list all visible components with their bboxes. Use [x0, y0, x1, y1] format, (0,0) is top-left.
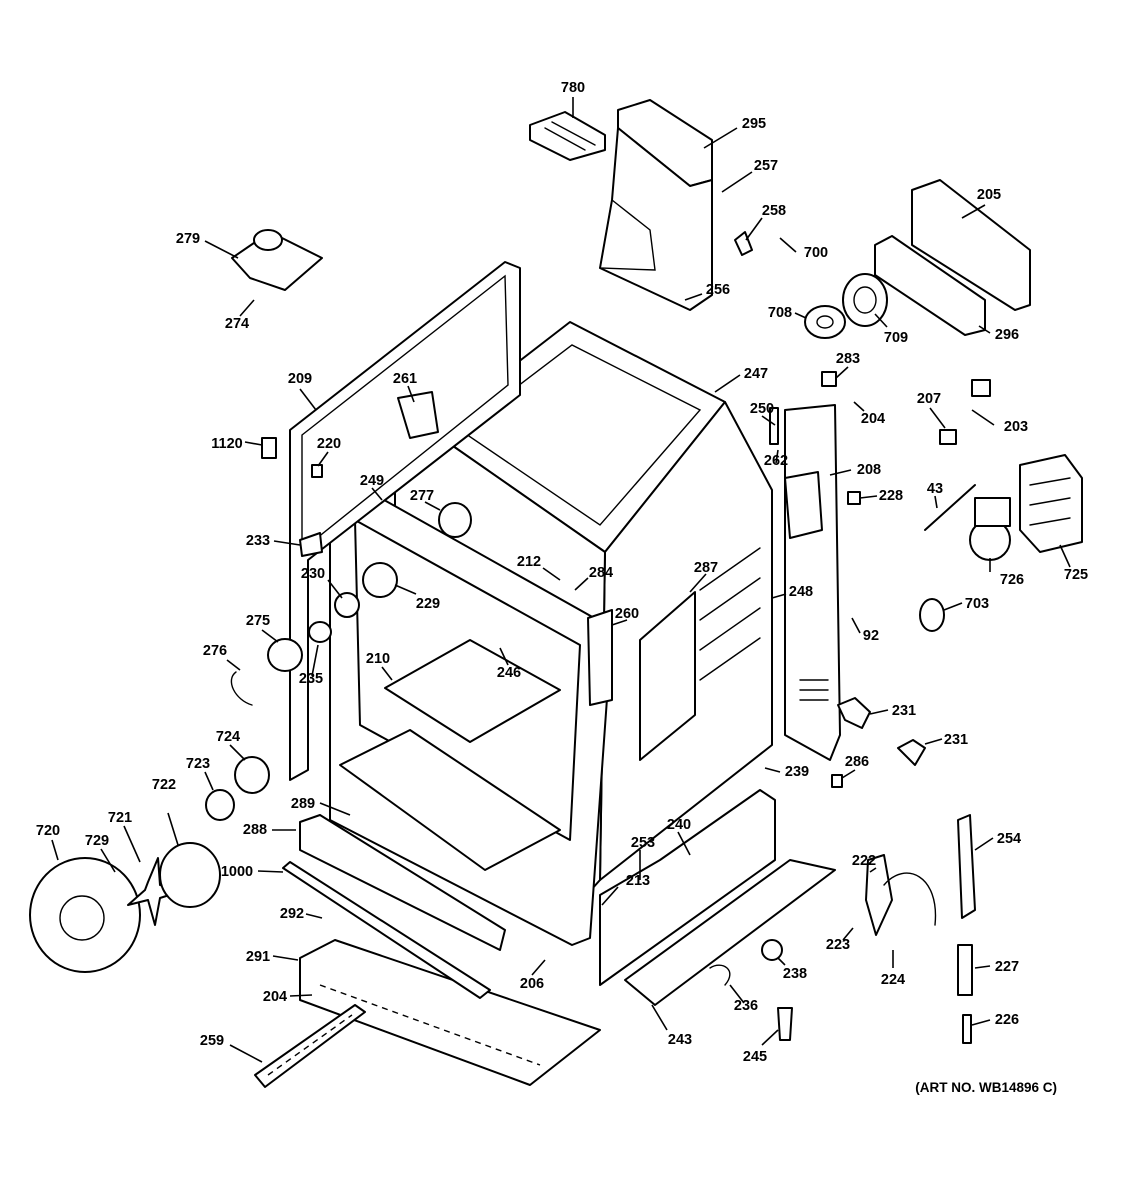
callout-295: 295	[742, 116, 766, 132]
callout-288: 288	[243, 822, 267, 838]
callout-208: 208	[857, 462, 881, 478]
leader-lines	[51, 97, 1071, 1063]
callout-206: 206	[520, 976, 544, 992]
callout-258: 258	[762, 203, 786, 219]
callout-292: 292	[280, 906, 304, 922]
callout-723: 723	[186, 756, 210, 772]
callout-724: 724	[216, 729, 240, 745]
callout-296: 296	[995, 327, 1019, 343]
callout-238: 238	[783, 966, 807, 982]
callout-254: 254	[997, 831, 1021, 847]
callout-230: 230	[301, 566, 325, 582]
callout-250: 250	[750, 401, 774, 417]
callout-261: 261	[393, 371, 417, 387]
callout-223: 223	[826, 937, 850, 953]
callout-257: 257	[754, 158, 778, 174]
callout-287: 287	[694, 560, 718, 576]
callout-212: 212	[517, 554, 541, 570]
callout-220: 220	[317, 436, 341, 452]
callout-276: 276	[203, 643, 227, 659]
callout-725: 725	[1064, 567, 1088, 583]
callout-256: 256	[706, 282, 730, 298]
callout-207: 207	[917, 391, 941, 407]
callout-246: 246	[497, 665, 521, 681]
callout-labels: 780 295 257 258 700 256 205 279 274 708 …	[36, 80, 1088, 1065]
callout-248: 248	[789, 584, 813, 600]
callout-279: 279	[176, 231, 200, 247]
callout-247: 247	[744, 366, 768, 382]
callout-722: 722	[152, 777, 176, 793]
callout-1000: 1000	[221, 864, 253, 880]
callout-204: 204	[861, 411, 885, 427]
art-number: (ART NO. WB14896 C)	[915, 1080, 1057, 1095]
callout-226: 226	[995, 1012, 1019, 1028]
callout-235: 235	[299, 671, 323, 687]
callout-262: 262	[764, 453, 788, 469]
callout-227: 227	[995, 959, 1019, 975]
callout-283: 283	[836, 351, 860, 367]
callout-700: 700	[804, 245, 828, 261]
callout-243: 243	[668, 1032, 692, 1048]
callout-92: 92	[863, 628, 879, 644]
callout-286: 286	[845, 754, 869, 770]
part-drawings	[29, 99, 1083, 1088]
callout-291: 291	[246, 949, 270, 965]
callout-213: 213	[626, 873, 650, 889]
callout-708: 708	[768, 305, 792, 321]
callout-228: 228	[879, 488, 903, 504]
callout-209: 209	[288, 371, 312, 387]
callout-729: 729	[85, 833, 109, 849]
callout-275: 275	[246, 613, 270, 629]
callout-274: 274	[225, 316, 249, 332]
callout-231: 231	[892, 703, 916, 719]
callout-780: 780	[561, 80, 585, 96]
callout-205: 205	[977, 187, 1001, 203]
callout-709: 709	[884, 330, 908, 346]
callout-43: 43	[927, 481, 943, 497]
callout-239: 239	[785, 764, 809, 780]
callout-249: 249	[360, 473, 384, 489]
callout-259: 259	[200, 1033, 224, 1049]
callout-284: 284	[589, 565, 613, 581]
callout-703: 703	[965, 596, 989, 612]
callout-721: 721	[108, 810, 132, 826]
callout-253: 253	[631, 835, 655, 851]
callout-222: 222	[852, 853, 876, 869]
callout-260: 260	[615, 606, 639, 622]
callout-240: 240	[667, 817, 691, 833]
callout-277: 277	[410, 488, 434, 504]
callout-204b: 204	[263, 989, 287, 1005]
callout-210: 210	[366, 651, 390, 667]
callout-229: 229	[416, 596, 440, 612]
callout-1120: 1120	[211, 436, 242, 452]
callout-720: 720	[36, 823, 60, 839]
callout-233: 233	[246, 533, 270, 549]
callout-231b: 231	[944, 732, 968, 748]
callout-236: 236	[734, 998, 758, 1014]
callout-224: 224	[881, 972, 905, 988]
callout-726: 726	[1000, 572, 1024, 588]
callout-203: 203	[1004, 419, 1028, 435]
callout-289: 289	[291, 796, 315, 812]
callout-245: 245	[743, 1049, 767, 1065]
